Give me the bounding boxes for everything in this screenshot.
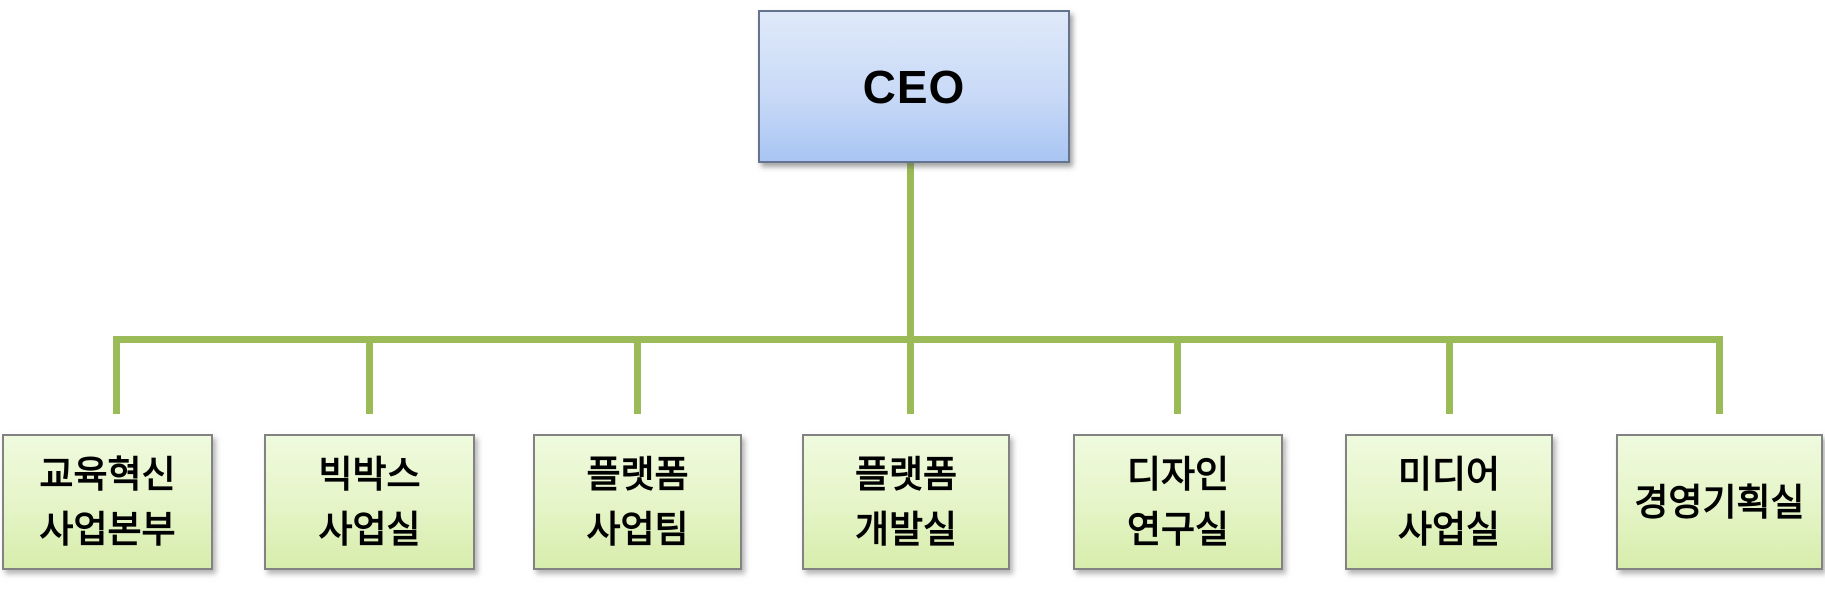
connector-drop bbox=[1716, 336, 1723, 414]
dept-box-management-planning: 경영기획실 bbox=[1616, 434, 1823, 570]
connector-drop bbox=[113, 336, 120, 414]
dept-label: 디자인 연구실 bbox=[1126, 454, 1230, 550]
dept-label: 빅박스 사업실 bbox=[318, 454, 421, 550]
connector-drop bbox=[366, 336, 373, 414]
ceo-label: CEO bbox=[862, 60, 966, 113]
dept-label: 플랫폼 사업팀 bbox=[586, 454, 689, 550]
dept-box-bigbox-business: 빅박스 사업실 bbox=[264, 434, 475, 570]
dept-label: 플랫폼 개발실 bbox=[854, 454, 958, 550]
connector-drop bbox=[1446, 336, 1453, 414]
dept-box-platform-business: 플랫폼 사업팀 bbox=[533, 434, 742, 570]
dept-box-design-research: 디자인 연구실 bbox=[1073, 434, 1283, 570]
dept-label: 경영기획실 bbox=[1634, 481, 1805, 523]
dept-box-platform-development: 플랫폼 개발실 bbox=[802, 434, 1010, 570]
dept-label: 미디어 사업실 bbox=[1397, 454, 1501, 550]
dept-box-media-business: 미디어 사업실 bbox=[1345, 434, 1553, 570]
dept-box-education-innovation: 교육혁신 사업본부 bbox=[2, 434, 213, 570]
connector-stem bbox=[907, 160, 914, 340]
ceo-box: CEO bbox=[758, 10, 1070, 163]
connector-drop bbox=[634, 336, 641, 414]
connector-drop bbox=[907, 336, 914, 414]
connector-horizontal bbox=[113, 336, 1723, 343]
connector-drop bbox=[1174, 336, 1181, 414]
dept-label: 교육혁신 사업본부 bbox=[39, 454, 176, 550]
